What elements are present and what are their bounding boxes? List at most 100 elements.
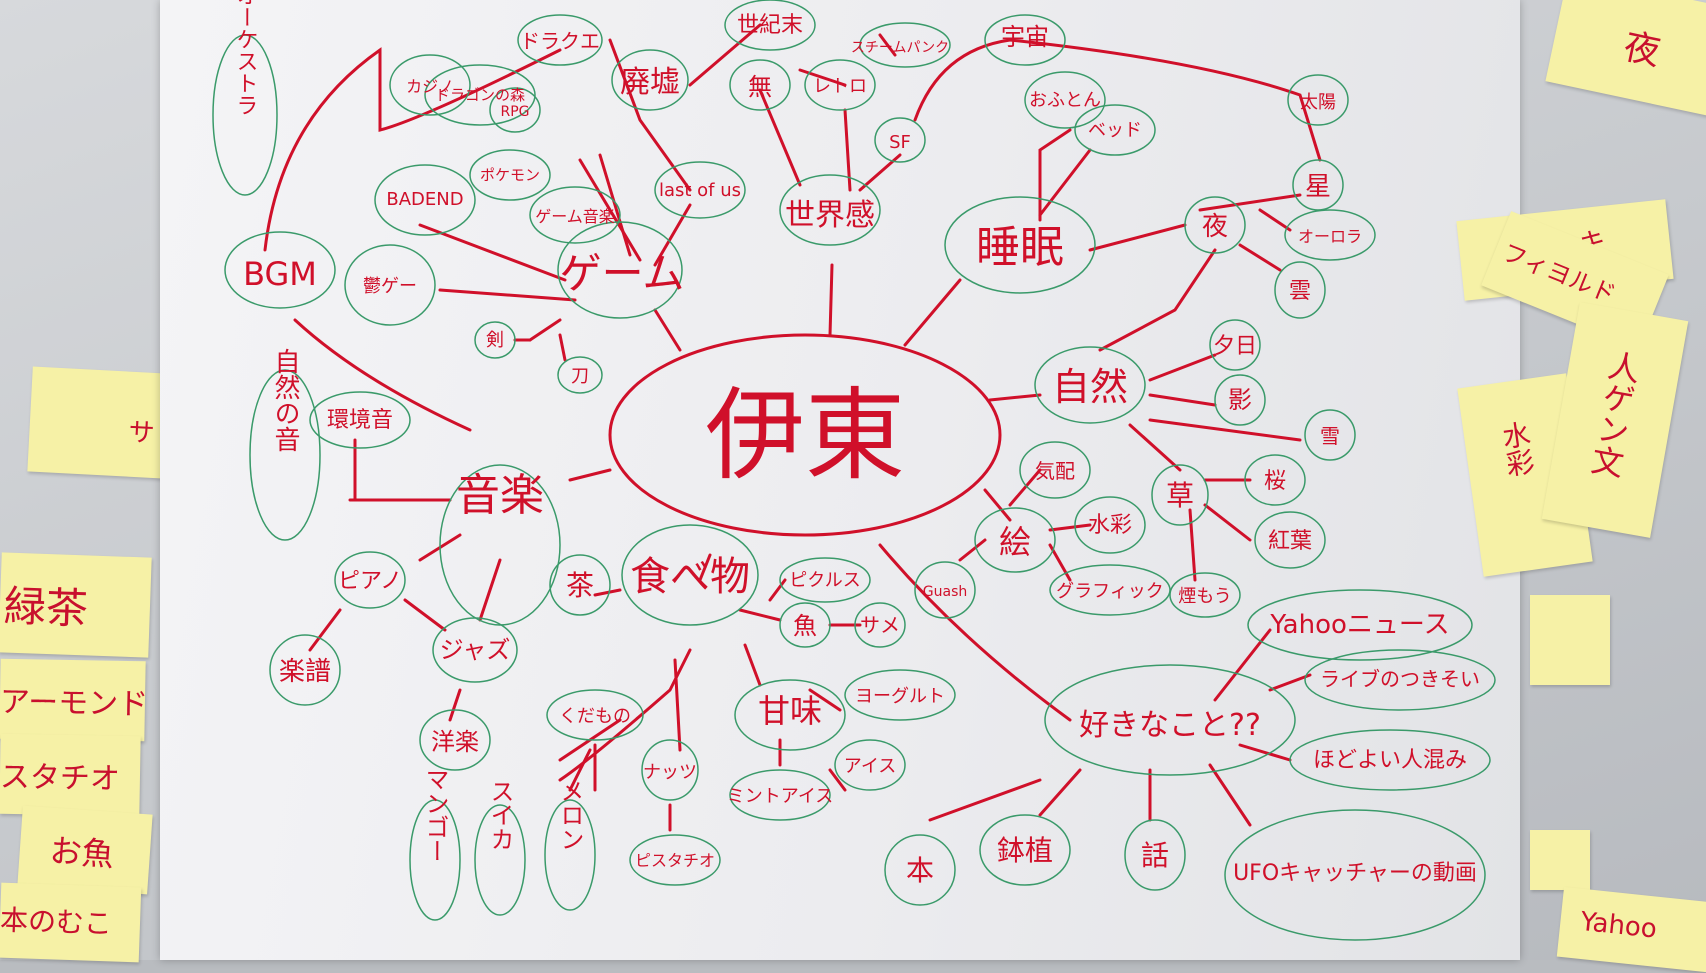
node-yuki: 雪 <box>1320 424 1340 448</box>
bubble <box>979 814 1071 886</box>
bubble <box>834 739 906 791</box>
bubble <box>621 524 759 626</box>
bubble <box>1244 454 1306 506</box>
sticky-note <box>1530 595 1610 685</box>
node-game-ongaku: ゲーム音楽 <box>535 207 615 226</box>
bubble <box>1049 564 1171 616</box>
bubble <box>1304 409 1356 461</box>
center-ellipse <box>608 333 1002 537</box>
node-kankyou: 環境音 <box>327 408 393 433</box>
bubble <box>944 196 1096 294</box>
node-mintice: ミントアイス <box>727 786 834 807</box>
bubble <box>654 161 746 219</box>
bubble <box>334 551 406 609</box>
bubble <box>409 799 461 921</box>
node-bgm: BGM <box>243 255 317 293</box>
node-sakana: 魚 <box>793 612 817 640</box>
branch-food: 食べ物 <box>630 554 750 600</box>
bubble <box>224 231 336 309</box>
bubble <box>489 87 541 133</box>
bubble <box>729 59 791 111</box>
bubble <box>859 22 951 68</box>
node-steampunk: スチームパンク <box>851 40 949 56</box>
node-hanashi: 話 <box>1141 839 1169 872</box>
bubble <box>249 369 321 541</box>
node-ice: アイス <box>844 756 897 777</box>
branch-world: 世界感 <box>785 198 875 233</box>
bubble <box>1289 729 1491 791</box>
node-yoru: 夜 <box>1202 212 1228 242</box>
bubble <box>724 0 816 51</box>
bubble <box>844 669 956 721</box>
node-gouache: Guash <box>923 584 967 600</box>
bubble <box>984 14 1066 66</box>
node-graphic: グラフィック <box>1056 581 1164 602</box>
bubble <box>1284 209 1376 261</box>
node-yougaku: 洋楽 <box>431 728 479 756</box>
mind-map-poster <box>160 0 1520 960</box>
bubble <box>1034 346 1146 424</box>
node-sf: SF <box>889 132 911 153</box>
bubble <box>779 174 881 246</box>
branch-sleep: 睡眠 <box>976 222 1064 273</box>
node-hoshi: 星 <box>1305 172 1331 202</box>
node-forest: ドラゴンの森 <box>435 86 525 104</box>
bubble <box>1044 664 1296 776</box>
node-suika: スイカ <box>486 779 514 851</box>
node-kouyou: 紅葉 <box>1268 529 1312 554</box>
bubble <box>517 14 603 66</box>
node-kage: 影 <box>1228 386 1252 414</box>
branch-likes: 好きなこと?? <box>1079 708 1261 743</box>
bubble <box>269 634 341 706</box>
node-kemuri: 煙もう <box>1178 586 1231 607</box>
bubble <box>629 834 721 886</box>
bubble <box>1224 809 1486 941</box>
bubble <box>212 34 278 196</box>
bubble <box>557 221 683 319</box>
center-label: 伊東 <box>705 377 905 494</box>
node-seikimatsu: 世紀末 <box>737 13 803 38</box>
bubble <box>729 769 831 821</box>
bubble <box>432 617 518 683</box>
node-mokuji: 本 <box>906 854 934 887</box>
node-ufo: UFOキャッチャーの動画 <box>1233 861 1477 886</box>
bubble <box>474 804 526 916</box>
node-yahoo: Yahooニュース <box>1269 610 1449 640</box>
bubble <box>974 507 1056 573</box>
node-sakura: 桜 <box>1264 469 1286 494</box>
bubble <box>779 602 831 648</box>
branch-game: ゲーム <box>560 249 685 298</box>
bubble <box>779 557 871 603</box>
node-pokemon: ポケモン <box>480 166 540 184</box>
bubble <box>914 561 976 619</box>
bubble <box>1184 196 1246 254</box>
node-kotei: 無 <box>748 73 772 101</box>
bubble <box>557 356 603 394</box>
node-nuts: ナッツ <box>643 762 697 783</box>
node-last-of-us: last of us <box>659 180 741 201</box>
node-rpg: RPG <box>500 104 529 120</box>
bubbles <box>212 0 1496 941</box>
bubble <box>424 64 536 126</box>
node-hairu: 鉢植 <box>997 834 1053 867</box>
node-kudamono: くだもの <box>559 706 631 727</box>
bubble <box>611 49 689 111</box>
node-cha: 茶 <box>566 569 594 602</box>
node-haikyo: 廃墟 <box>620 65 680 100</box>
bubble <box>1287 74 1349 126</box>
bubble <box>1074 496 1146 554</box>
branch-picture: 絵 <box>999 523 1031 561</box>
bubble <box>1254 511 1326 569</box>
bubble <box>419 709 491 771</box>
bubble <box>389 54 471 116</box>
node-yuuhi: 夕日 <box>1213 334 1257 359</box>
bubble <box>1209 319 1261 371</box>
node-labels: 伊東 ゲーム 音楽 食べ物 睡眠 自然 世界感 絵 好きなこと?? BGM オー… <box>233 0 1481 887</box>
bubble <box>1247 589 1473 661</box>
node-suisai: 水彩 <box>1088 513 1132 538</box>
node-yogurt: ヨーグルト <box>855 686 945 707</box>
node-ken: 剣 <box>486 330 504 351</box>
node-oshiire: おふとん <box>1029 90 1101 111</box>
bubble <box>1074 104 1156 156</box>
